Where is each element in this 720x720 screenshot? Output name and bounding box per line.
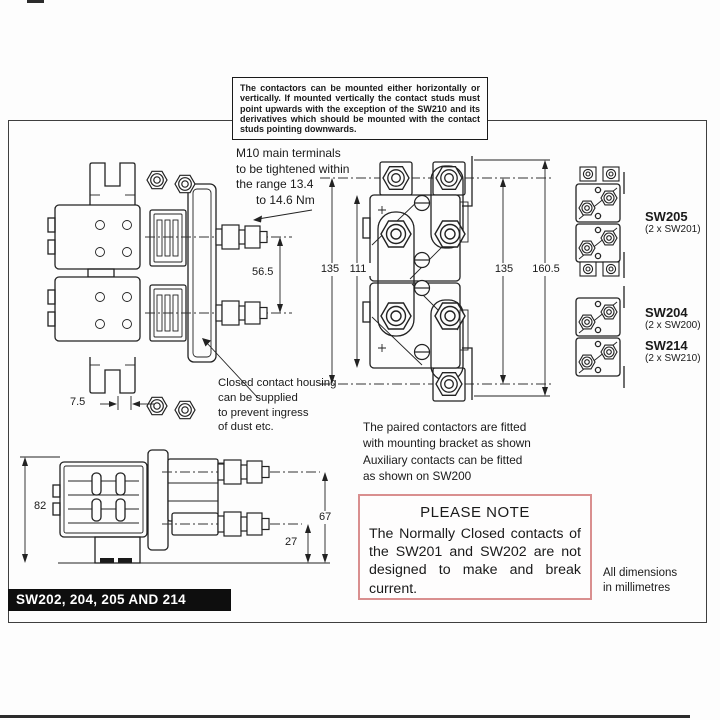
- model-name-sw205: SW205: [645, 209, 688, 224]
- dim-plan-left-outer: 135: [315, 263, 345, 276]
- model-label-sw205: SW205 (2 x SW201): [645, 209, 701, 236]
- scan-mark-top: [27, 0, 44, 3]
- figure-side-view: [20, 449, 330, 564]
- model-sub-sw205: (2 x SW201): [645, 224, 701, 235]
- model-name-sw204: SW204: [645, 305, 688, 320]
- figure-plan-view: [320, 156, 552, 402]
- please-note-title: PLEASE NOTE: [420, 504, 530, 521]
- dim-stud-spacing: 56.5: [250, 266, 276, 279]
- please-note-body: The Normally Closed contacts of the SW20…: [369, 526, 581, 597]
- dimensions-unit-note: All dimensions in millimetres: [603, 567, 678, 594]
- dim-side-height: 82: [32, 500, 49, 513]
- note-m10-terminals: M10 main terminals to be tightened withi…: [236, 146, 350, 207]
- model-label-sw214: SW214 (2 x SW210): [645, 338, 701, 365]
- dim-side-stud-height: 67: [317, 511, 334, 524]
- model-sub-sw214: (2 x SW210): [645, 353, 701, 364]
- dim-plan-right-inner: 135: [490, 263, 518, 276]
- figure-paired-units: [575, 166, 625, 388]
- contact-housing-upper: [149, 209, 187, 267]
- model-name-sw214: SW214: [645, 338, 688, 353]
- mounting-note: The contactors can be mounted either hor…: [232, 77, 488, 141]
- note-paired-contactors: The paired contactors are fitted with mo…: [363, 420, 531, 483]
- dim-bracket-offset: 7.5: [68, 396, 88, 409]
- model-label-sw204: SW204 (2 x SW200): [645, 305, 701, 332]
- footer-model-bar: SW202, 204, 205 AND 214: [8, 589, 231, 611]
- note-closed-housing: Closed contact housing can be supplied t…: [218, 377, 337, 434]
- model-sub-sw204: (2 x SW200): [645, 320, 701, 331]
- please-note-box: PLEASE NOTE The Normally Closed contacts…: [358, 494, 592, 600]
- figure-front-view: [47, 162, 313, 420]
- dim-plan-right-outer: 160.5: [527, 263, 565, 276]
- scan-mark-bottom: [0, 715, 690, 718]
- dim-side-lower-stud: 27: [283, 536, 300, 549]
- dim-plan-left-inner: 111: [345, 263, 371, 276]
